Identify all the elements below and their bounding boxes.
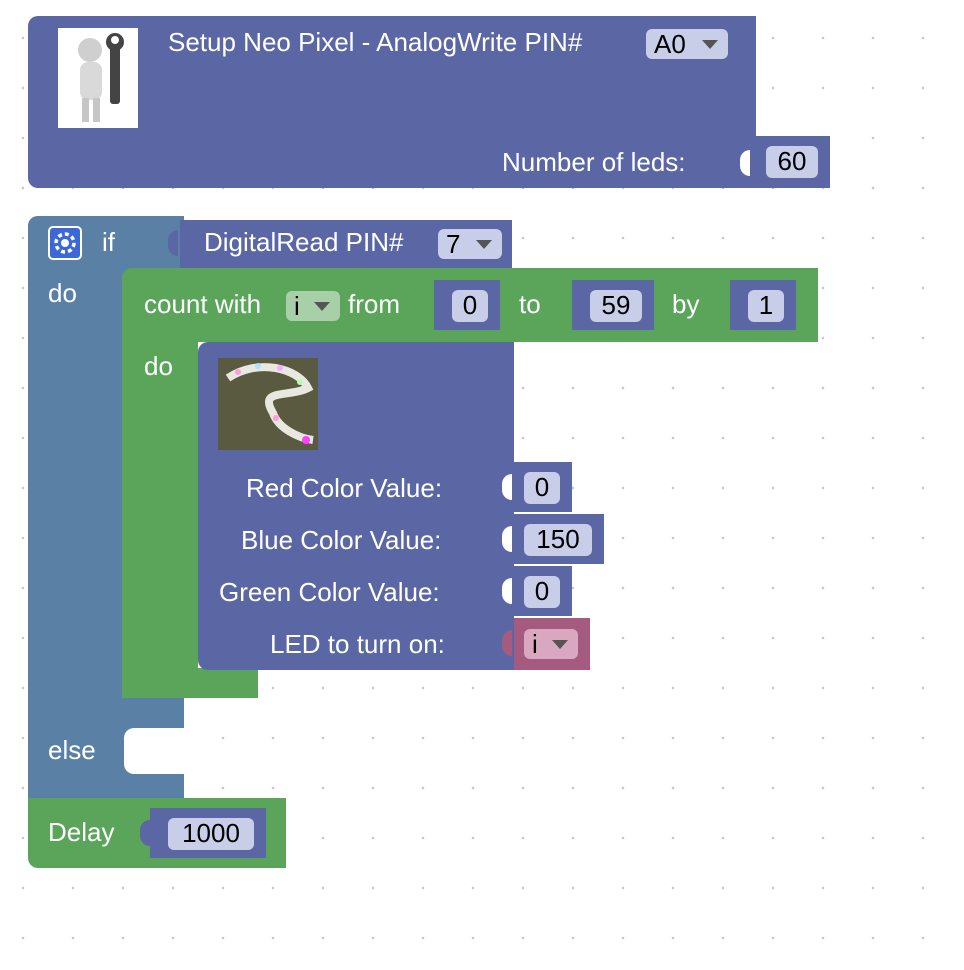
gear-icon[interactable] <box>48 226 82 260</box>
by-field[interactable]: 1 <box>748 290 784 322</box>
chevron-down-icon <box>702 40 718 49</box>
input-socket <box>168 230 178 256</box>
count-loop-spine <box>122 268 198 698</box>
input-socket <box>140 820 150 846</box>
led-var-dropdown[interactable]: i <box>524 629 578 659</box>
num-leds-field[interactable]: 60 <box>766 146 818 178</box>
blue-label: Blue Color Value: <box>241 525 442 555</box>
pin-value: A0 <box>654 29 686 59</box>
by-label: by <box>672 289 700 319</box>
input-socket <box>502 526 512 552</box>
loop-do-label: do <box>144 351 173 381</box>
else-empty-slot <box>124 728 184 774</box>
led-strip-image <box>218 358 318 450</box>
chevron-down-icon <box>476 240 492 249</box>
digitalread-label: DigitalRead PIN# <box>204 227 404 257</box>
input-socket <box>502 630 512 656</box>
delay-field[interactable]: 1000 <box>168 818 254 850</box>
from-label: from <box>348 289 400 319</box>
blue-field[interactable]: 150 <box>524 524 592 556</box>
digitalread-pin-dropdown[interactable]: 7 <box>438 229 502 259</box>
green-label: Green Color Value: <box>219 577 440 607</box>
if-label: if <box>102 227 115 257</box>
red-field[interactable]: 0 <box>524 472 560 504</box>
input-socket <box>502 474 512 500</box>
to-label: to <box>519 289 541 319</box>
green-field[interactable]: 0 <box>524 576 560 608</box>
setup-neopixel-block[interactable] <box>28 16 756 188</box>
loop-var-value: i <box>294 291 300 321</box>
chevron-down-icon <box>314 302 330 311</box>
count-loop-footer <box>122 668 258 698</box>
num-leds-label: Number of leds: <box>502 147 686 177</box>
from-field[interactable]: 0 <box>452 290 488 322</box>
pin-dropdown[interactable]: A0 <box>646 29 728 59</box>
setup-title: Setup Neo Pixel - AnalogWrite PIN# <box>168 27 583 57</box>
input-socket <box>502 578 512 604</box>
else-label: else <box>48 735 96 765</box>
red-label: Red Color Value: <box>246 473 443 503</box>
led-label: LED to turn on: <box>270 629 445 659</box>
setup-image <box>58 28 138 128</box>
chevron-down-icon <box>552 640 568 649</box>
count-with-label: count with <box>144 289 262 319</box>
to-field[interactable]: 59 <box>590 290 642 322</box>
delay-label: Delay <box>48 817 115 847</box>
loop-var-dropdown[interactable]: i <box>286 291 340 321</box>
input-socket <box>740 150 750 176</box>
led-var-value: i <box>532 629 538 659</box>
if-do-label: do <box>48 278 77 308</box>
digitalread-pin-value: 7 <box>446 229 461 259</box>
